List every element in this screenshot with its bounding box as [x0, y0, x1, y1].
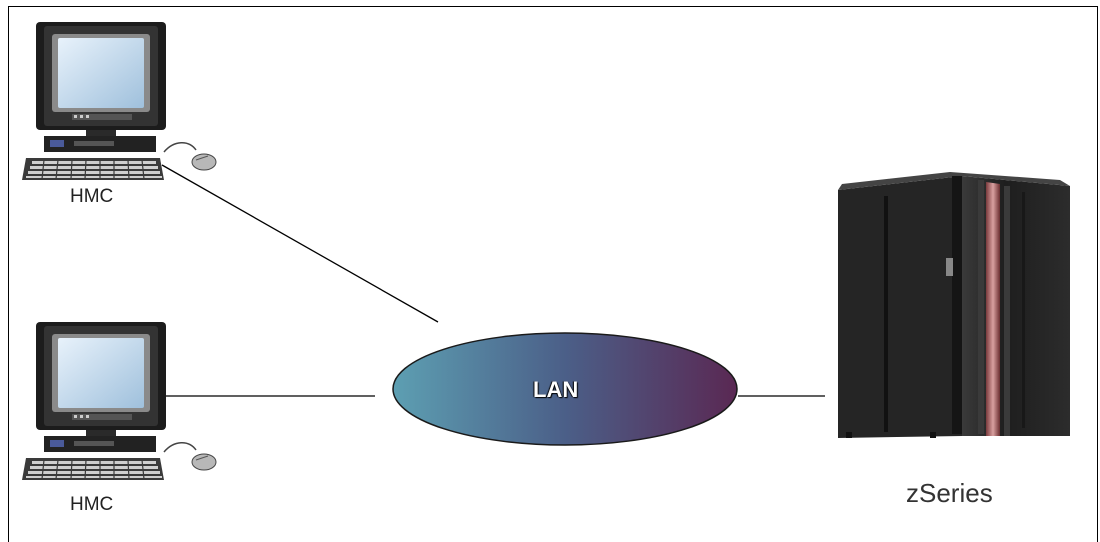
zseries-mainframe-icon: [838, 172, 1070, 438]
hmc-top-computer-icon: [21, 21, 217, 181]
lan-cloud: [392, 332, 738, 446]
hmc-bottom-label: HMC: [70, 494, 114, 515]
zseries-label: zSeries: [906, 478, 993, 508]
hmc-bottom-computer-icon: [21, 321, 217, 481]
diagram-frame: [8, 6, 1098, 542]
hmc-top-label: HMC: [70, 186, 114, 207]
lan-label: LAN: [533, 377, 579, 402]
link-top-hmc-to-lan: [161, 164, 439, 323]
